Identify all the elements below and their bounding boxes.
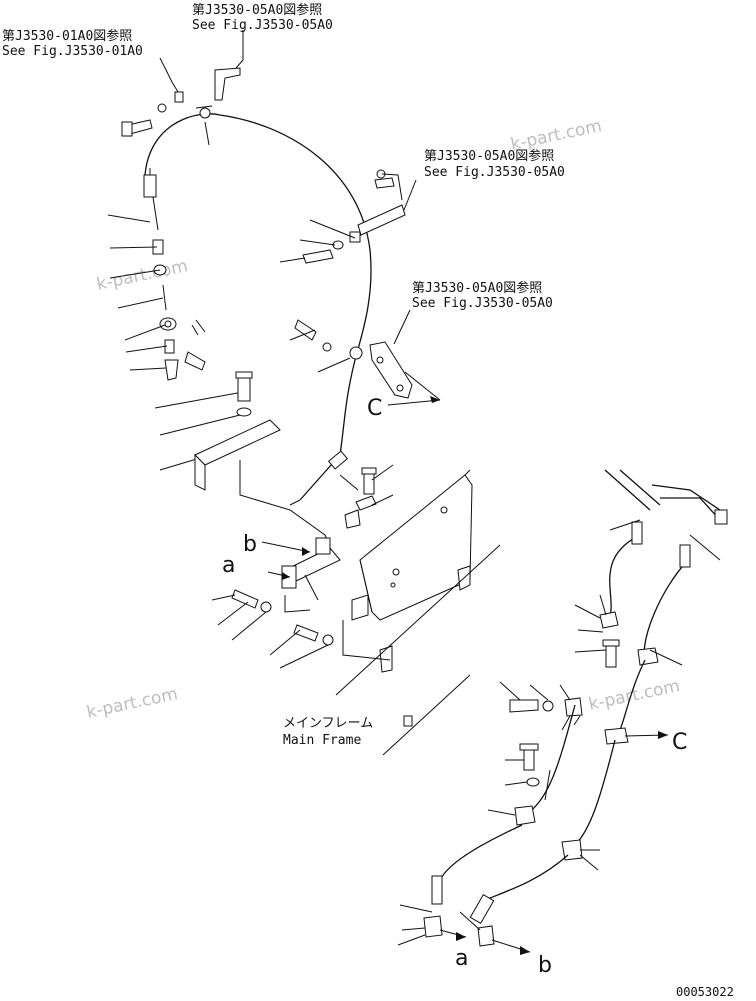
leader-lines-middle [204,121,356,373]
watermark-left: k-part.com [95,256,190,295]
reference-label-left-jp: 第J3530-01A0図参照 [2,28,132,44]
reference-label-mid-jp: 第J3530-05A0図参照 [424,148,554,164]
reference-label-left-en: See Fig.J3530-01A0 [2,44,143,59]
reference-label-top-jp: 第J3530-05A0図参照 [192,2,322,18]
middle-fasteners [294,169,406,360]
view-label-c-right: C [672,730,687,755]
reference-label-mid-en: See Fig.J3530-05A0 [424,165,565,180]
main-frame-label-en: Main Frame [283,733,361,748]
leader-lines-left [107,214,244,471]
left-cable-end-parts [143,168,206,381]
main-frame-label-jp: メインフレーム [283,716,373,731]
upper-control-cable [144,113,372,456]
bracket-c [369,341,441,406]
drawing-number: 00053022 [676,985,734,999]
plate-assembly [194,371,331,546]
view-label-c-upper: C [367,396,382,421]
lower-left-bolts [211,589,334,669]
reference-label-top-en: See Fig.J3530-05A0 [192,18,333,33]
top-bracket [121,67,241,137]
leader-lines-right [397,519,721,946]
view-label-a-bottom: a [455,946,468,971]
reference-leaders [159,30,417,345]
watermark-bottom-right: k-part.com [587,676,682,715]
main-frame-bracket [335,469,501,756]
view-label-b-left: b [243,532,257,557]
view-label-a-left: a [222,553,235,578]
cable-lower-fittings [289,450,394,529]
reference-label-lower-en: See Fig.J3530-05A0 [412,296,553,311]
reference-label-lower-jp: 第J3530-05A0図参照 [412,280,542,296]
view-label-b-bottom: b [538,953,552,978]
right-hose-assembly [423,469,728,955]
cylinder-assembly [261,537,341,613]
watermark-bottom-left: k-part.com [85,684,180,723]
